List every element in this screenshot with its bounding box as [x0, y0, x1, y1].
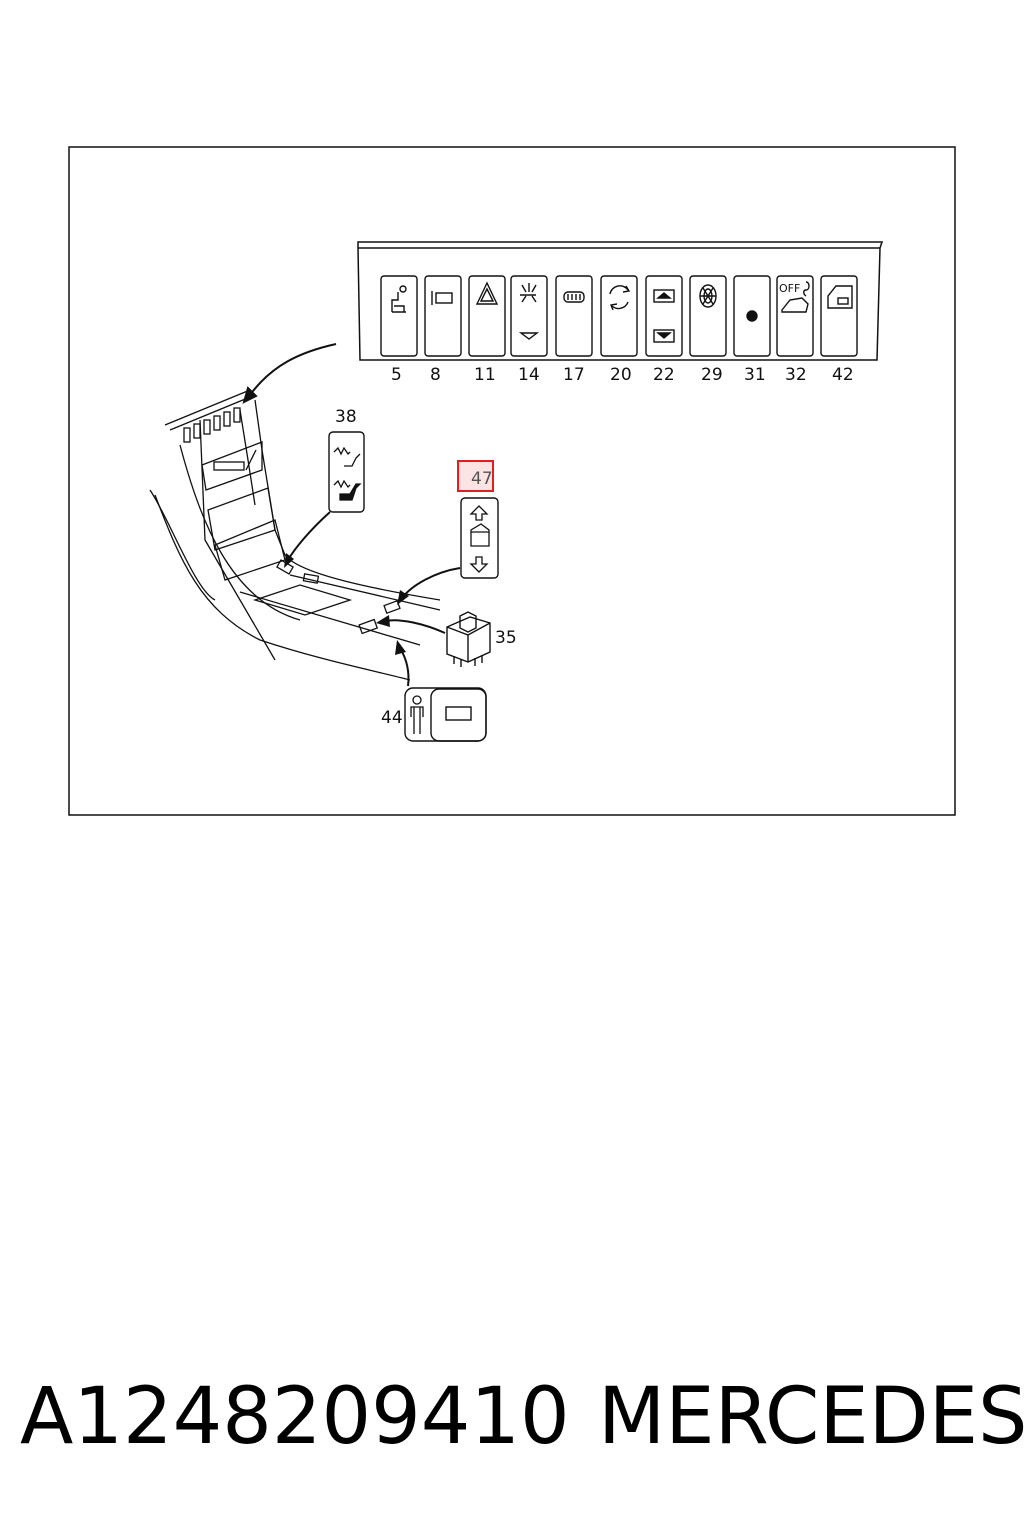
- callout-44: 44: [381, 640, 487, 742]
- switch-label-32: 32: [785, 365, 807, 385]
- switch-label-31: 31: [744, 365, 766, 385]
- switch-label-22: 22: [653, 365, 675, 385]
- switch-11: [468, 275, 506, 357]
- occupant-switch-window: [445, 706, 472, 721]
- callout-44-label: 44: [381, 708, 403, 728]
- switch-29: [689, 275, 727, 357]
- switch-5: [380, 275, 418, 357]
- connector-35: [446, 611, 491, 667]
- center-console: [149, 389, 441, 681]
- sunroof-switch: [460, 497, 499, 579]
- switch-label-8: 8: [430, 365, 441, 385]
- switch-31: [733, 275, 771, 357]
- switch-label-29: 29: [701, 365, 723, 385]
- switch-label-20: 20: [610, 365, 632, 385]
- switch-label-14: 14: [518, 365, 540, 385]
- callout-47-highlight: [457, 460, 494, 492]
- switch-32-off-text: OFF: [779, 282, 800, 295]
- callout-47-label: 47: [471, 469, 493, 489]
- switch-strip: [357, 241, 884, 361]
- brand-caption: MERCEDES: [598, 1372, 1024, 1462]
- switch-label-11: 11: [474, 365, 496, 385]
- switch-17: [555, 275, 593, 357]
- strip-arrow: [242, 343, 337, 404]
- callout-35: 35: [376, 611, 517, 667]
- switch-labels: 5 8 11 14 17 20 22 29 31 32 42: [391, 365, 854, 385]
- sunroof-icon: [469, 505, 490, 573]
- switch-22: [645, 275, 683, 357]
- person-icon: [410, 695, 424, 734]
- switch-8: [424, 275, 462, 357]
- switch-42: [820, 275, 858, 357]
- switch-32: OFF: [776, 275, 814, 357]
- callout-35-label: 35: [495, 628, 517, 648]
- callout-38: 38: [284, 407, 365, 568]
- switch-14: [510, 275, 548, 357]
- callout-38-label: 38: [335, 407, 357, 427]
- switch-label-42: 42: [832, 365, 854, 385]
- seat-heater-icon: [333, 446, 362, 501]
- seat-heater-switch: [328, 431, 365, 513]
- part-number-caption: A1248209410: [20, 1372, 570, 1462]
- switch-label-5: 5: [391, 365, 402, 385]
- switch-20: [600, 275, 638, 357]
- occupant-switch-button: [430, 688, 487, 742]
- callout-47: 47: [397, 460, 499, 605]
- diagram-frame: [68, 146, 956, 816]
- switch-label-17: 17: [563, 365, 585, 385]
